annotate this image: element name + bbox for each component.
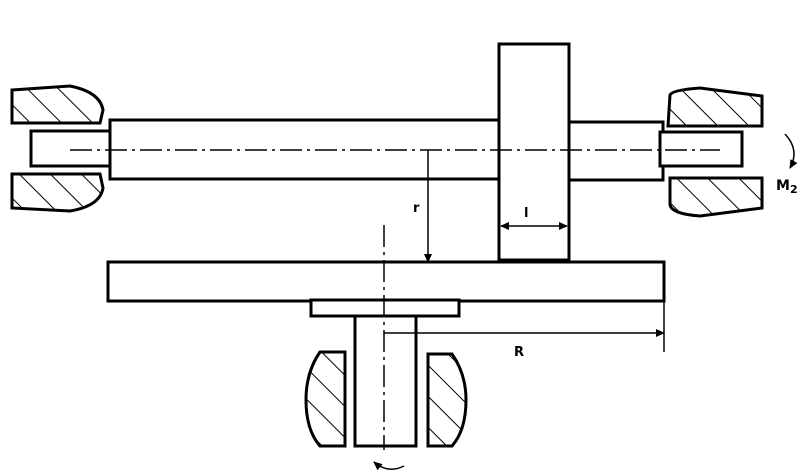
dimension-l: l — [500, 206, 568, 230]
bottom-bearing — [304, 350, 468, 448]
dimension-r: r — [413, 150, 432, 263]
moment-m2: M2 — [776, 133, 798, 196]
moment-m2-arrow — [784, 133, 798, 169]
shaft-right-section — [567, 120, 665, 182]
right-journal — [658, 130, 744, 168]
right-bearing-top-shell — [666, 86, 764, 128]
left-journal — [29, 129, 115, 168]
left-bearing-bottom-shell — [10, 172, 105, 213]
large-disc — [106, 260, 666, 303]
dimension-l-label: l — [524, 206, 528, 221]
small-friction-roller — [497, 42, 571, 262]
bottom-bearing-left-shell — [304, 350, 347, 448]
vertical-shaft — [353, 314, 418, 448]
left-bearing-top-shell — [10, 84, 105, 125]
bottom-bearing-right-shell — [426, 352, 468, 448]
left-bearing — [10, 84, 105, 213]
dimension-r-label: r — [413, 201, 420, 216]
moment-m2-label: M2 — [776, 178, 798, 196]
dimension-R: R — [384, 300, 665, 360]
right-bearing — [666, 86, 764, 218]
disc-hub — [309, 298, 461, 318]
right-bearing-bottom-shell — [668, 176, 764, 218]
dimension-R-label: R — [514, 345, 524, 360]
vertical-shaft-rotation-arrow — [373, 461, 405, 471]
